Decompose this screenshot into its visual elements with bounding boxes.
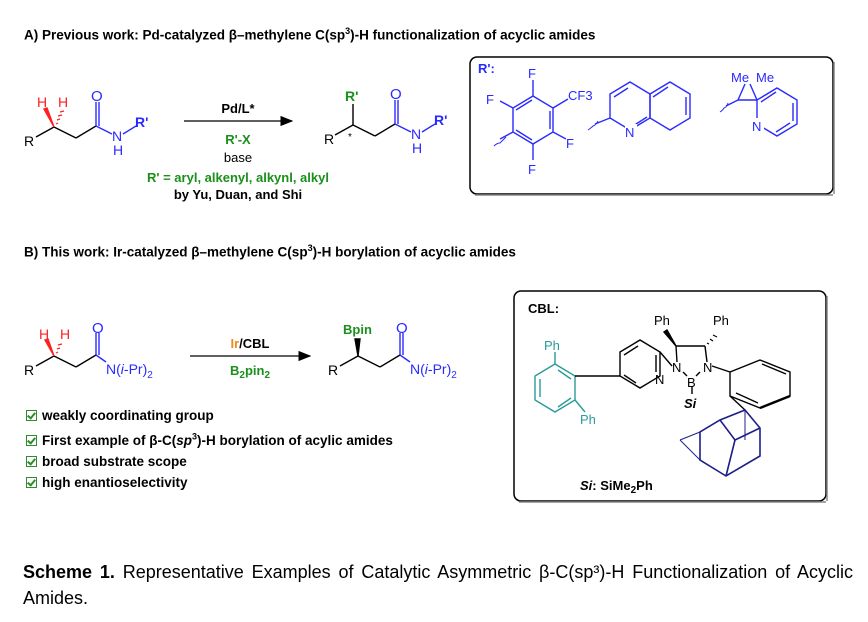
bpin-label: Bpin xyxy=(343,322,372,337)
cbl-footnote: Si: SiMe2Ph xyxy=(580,478,653,496)
atom-h: H xyxy=(412,140,422,156)
caption-text: Representative Examples of Catalytic Asy… xyxy=(23,562,853,608)
checkbox-icon xyxy=(26,455,37,467)
section-b-product xyxy=(339,333,411,368)
section-a-header-prefix: A) Previous work: Pd-catalyzed β–methyle… xyxy=(24,27,346,43)
checkbox-icon xyxy=(26,434,37,446)
iridium-label: Ir xyxy=(230,336,239,351)
section-b-header-sup: 3 xyxy=(307,243,313,253)
catalyst-label: Pd/L* xyxy=(221,101,255,116)
cbl-box xyxy=(513,290,828,503)
feature-text: weakly coordinating group xyxy=(42,408,214,423)
atom-n: N xyxy=(672,360,681,375)
fluoroaryl-structure xyxy=(493,80,569,160)
atom-r: R xyxy=(324,131,334,147)
reagent-label: B2pin2 xyxy=(230,363,270,381)
feature-item: First example of β-C(sp3)-H borylation o… xyxy=(26,426,393,451)
atom-n: N xyxy=(411,126,421,142)
atom-r: R xyxy=(24,133,34,149)
atom-b: B xyxy=(687,375,696,390)
atom-h-red: H xyxy=(37,94,47,110)
feature-text: high enantioselectivity xyxy=(42,474,188,490)
atom-h-red: H xyxy=(58,94,68,110)
amide-label: N(i-Pr)2 xyxy=(410,361,457,381)
atom-cf3: CF3 xyxy=(568,88,593,103)
phenyl-label: Ph xyxy=(713,313,729,328)
section-b-header: B) This work: Ir-catalyzed β–methylene C… xyxy=(24,243,516,260)
caption-label: Scheme 1. xyxy=(23,562,115,582)
atom-f: F xyxy=(566,136,574,151)
section-a-header: A) Previous work: Pd-catalyzed β–methyle… xyxy=(24,26,595,43)
section-b-header-prefix: B) This work: Ir-catalyzed β–methylene C… xyxy=(24,244,308,260)
atom-f: F xyxy=(528,162,536,177)
feature-item: high enantioselectivity xyxy=(26,472,393,493)
atom-rprime: R' xyxy=(434,112,447,128)
adamantyl-structure xyxy=(679,409,761,477)
cbl-structure xyxy=(619,328,791,411)
atom-me: Me xyxy=(756,70,774,85)
section-b-substrate xyxy=(35,333,107,368)
atom-r: R xyxy=(24,362,34,378)
section-a-product xyxy=(334,100,436,137)
amide-label: N(i-Pr)2 xyxy=(106,361,153,381)
n-mask xyxy=(625,124,637,138)
atom-me: Me xyxy=(731,70,749,85)
rprime-box xyxy=(469,56,835,196)
atom-o: O xyxy=(390,86,402,103)
catalyst-label: Ir/CBL xyxy=(230,336,269,351)
atom-o: O xyxy=(396,320,408,337)
cbl-box-label: CBL: xyxy=(528,301,559,316)
atom-rprime: R' xyxy=(135,114,148,130)
rprime-box-label: R': xyxy=(478,61,495,76)
feature-text: broad substrate scope xyxy=(42,453,187,469)
atom-n: N xyxy=(625,125,634,140)
credit-text: by Yu, Duan, and Shi xyxy=(174,187,302,202)
footnote-si: Si xyxy=(580,478,593,493)
atom-o: O xyxy=(92,320,104,337)
atom-n: N xyxy=(703,360,712,375)
checkbox-icon xyxy=(26,410,37,421)
atom-h-red: H xyxy=(60,326,70,342)
scheme-caption: Scheme 1. Representative Examples of Cat… xyxy=(23,559,853,611)
n-mask xyxy=(752,118,764,132)
atom-n: N xyxy=(655,372,664,387)
stereocenter-star: * xyxy=(348,132,352,143)
section-a-substrate xyxy=(35,102,137,139)
feature-item: weakly coordinating group xyxy=(26,405,393,426)
atom-h-red: H xyxy=(39,326,49,342)
phenyl-label-teal: Ph xyxy=(580,412,596,427)
atom-rprime-green: R' xyxy=(345,88,358,104)
checkbox-icon xyxy=(26,476,37,488)
ligand-label: /CBL xyxy=(239,336,269,351)
section-b-header-suffix: )-H borylation of acyclic amides xyxy=(312,244,516,260)
atom-n: N xyxy=(112,128,122,144)
atom-f: F xyxy=(528,66,536,81)
scope-text: R' = aryl, alkenyl, alkynl, alkyl xyxy=(147,170,329,185)
section-a-header-suffix: )-H functionalization of acyclic amides xyxy=(350,27,596,43)
reagent-label: R'-X xyxy=(225,132,251,147)
atom-h: H xyxy=(113,142,123,158)
atom-r: R xyxy=(328,362,338,378)
atom-o: O xyxy=(91,88,103,105)
phenyl-label: Ph xyxy=(654,313,670,328)
feature-text: First example of β-C(sp3)-H borylation o… xyxy=(42,431,393,448)
base-label: base xyxy=(224,150,252,165)
section-a-header-sup: 3 xyxy=(345,26,351,36)
atom-n: N xyxy=(752,119,761,134)
feature-item: broad substrate scope xyxy=(26,451,393,472)
phenyl-label-teal: Ph xyxy=(544,338,560,353)
feature-list: weakly coordinating group First example … xyxy=(26,405,393,493)
atom-f: F xyxy=(486,92,494,107)
atom-si: Si xyxy=(684,396,697,411)
